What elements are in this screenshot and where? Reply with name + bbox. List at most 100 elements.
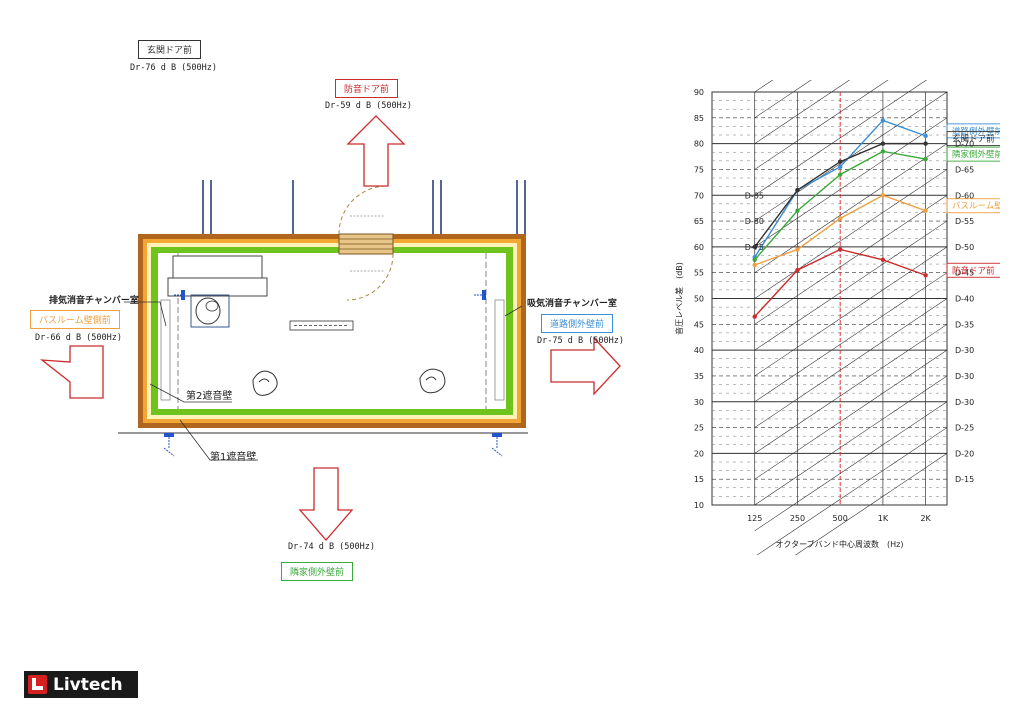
series-point (752, 244, 757, 250)
intake-chamber-label: 吸気消音チャンバー室 (527, 299, 617, 309)
speaker-right (419, 368, 446, 394)
series-point (923, 156, 928, 162)
speaker-left (252, 370, 278, 396)
series-point (837, 159, 843, 164)
vent-icon-bottom-left (163, 433, 175, 457)
rating-curve (754, 80, 889, 170)
series-point (837, 247, 843, 252)
x-tick-label: 2K (920, 514, 931, 523)
series-point (880, 141, 886, 146)
series-label-box (946, 198, 1000, 214)
intake-duct (494, 299, 505, 401)
y-tick-label: 75 (694, 165, 704, 174)
rating-curve (754, 272, 948, 402)
series-point (880, 257, 886, 262)
arrow-down-icon (298, 467, 354, 541)
leader-lines (124, 301, 523, 461)
door-swing-top (338, 185, 388, 235)
entrance-dr: Dr-76 d B (500Hz) (130, 63, 217, 73)
rating-curve-label: D-80 (745, 217, 764, 226)
y-tick-label: 90 (694, 88, 704, 97)
series-point (837, 172, 843, 177)
y-tick-label: 60 (694, 243, 704, 252)
series-point (752, 262, 757, 268)
arrow-right-icon (550, 336, 621, 396)
rating-label: D-65 (955, 165, 974, 174)
rating-label: D-20 (955, 449, 974, 458)
rating-curve (754, 195, 948, 325)
rating-curve (754, 349, 948, 480)
entrance-label: 玄関ドア前 (138, 40, 202, 59)
x-tick-label: 500 (833, 514, 848, 523)
road-label: 道路側外壁前 (541, 314, 614, 333)
series-point (795, 267, 800, 273)
rating-curve (754, 117, 948, 248)
rating-label: D-30 (955, 372, 974, 381)
livtech-logo-icon (28, 675, 47, 694)
sound-door-slats (339, 238, 393, 250)
series-point (752, 314, 757, 319)
series-point (795, 208, 800, 213)
chamber-dashed-lines (177, 253, 487, 409)
series-point (837, 164, 843, 170)
sounddoor-dr: Dr-59 d B (500Hz) (325, 101, 412, 111)
series-point (880, 118, 886, 123)
wall1-label: 第1遮音壁 (210, 452, 257, 463)
rating-curve (754, 143, 948, 273)
series-point (880, 149, 886, 154)
rating-label: D-40 (955, 295, 974, 304)
y-tick-label: 15 (694, 475, 704, 484)
series-point (795, 187, 800, 193)
floor-plan-drawing (39, 115, 621, 541)
rating-curve (754, 80, 812, 119)
table-fixture (190, 294, 230, 328)
series-point (837, 216, 843, 221)
rating-curve (756, 427, 948, 555)
y-tick-label: 70 (694, 191, 704, 200)
x-tick-label: 1K (878, 514, 889, 523)
rating-label: D-70 (955, 140, 974, 149)
y-tick-label: 50 (694, 295, 704, 304)
rating-curve (754, 220, 948, 351)
chair-fixture (195, 297, 221, 325)
series-point (752, 257, 757, 262)
rating-curve (754, 401, 948, 532)
y-tick-label: 20 (694, 449, 704, 458)
rating-label: D-35 (955, 320, 974, 329)
x-tick-label: 250 (790, 514, 805, 523)
rating-label: D-30 (955, 346, 974, 355)
y-tick-label: 30 (694, 398, 704, 407)
exterior-wall-stubs (202, 180, 526, 236)
y-tick-label: 65 (694, 217, 704, 226)
series-point (923, 141, 928, 146)
rating-curve (754, 298, 948, 428)
neighbor-label: 隣家側外壁前 (281, 562, 354, 581)
y-tick-label: 10 (694, 501, 704, 510)
livtech-logo-text: Livtech (53, 674, 123, 695)
y-axis-title: 音圧レベル差 (dB) (674, 262, 684, 335)
rating-label: D-60 (955, 191, 974, 200)
rating-curve-label: D-85 (745, 191, 764, 200)
series-label-box (946, 146, 1000, 162)
y-tick-label: 80 (694, 140, 704, 149)
series-label: バスルーム壁側前 (952, 201, 1000, 212)
y-tick-label: 45 (694, 320, 704, 329)
y-tick-label: 55 (694, 269, 704, 278)
series-label-box (946, 262, 1000, 278)
arrow-up-icon (346, 115, 406, 187)
series-label-box (946, 123, 1000, 139)
y-tick-label: 35 (694, 372, 704, 381)
exhaust-duct (160, 299, 171, 401)
rating-label: D-25 (955, 424, 974, 433)
y-tick-label: 85 (694, 114, 704, 123)
rating-curve (795, 453, 948, 555)
sounddoor-label: 防音ドア前 (335, 79, 399, 98)
series-point (923, 208, 928, 213)
neighbor-dr: Dr-74 d B (500Hz) (288, 542, 375, 552)
vent-icon-bottom-right (491, 433, 503, 457)
y-tick-label: 40 (694, 346, 704, 355)
rating-label: D-30 (955, 398, 974, 407)
vent-icon-left (174, 290, 185, 300)
door-swing-bottom (346, 253, 394, 301)
